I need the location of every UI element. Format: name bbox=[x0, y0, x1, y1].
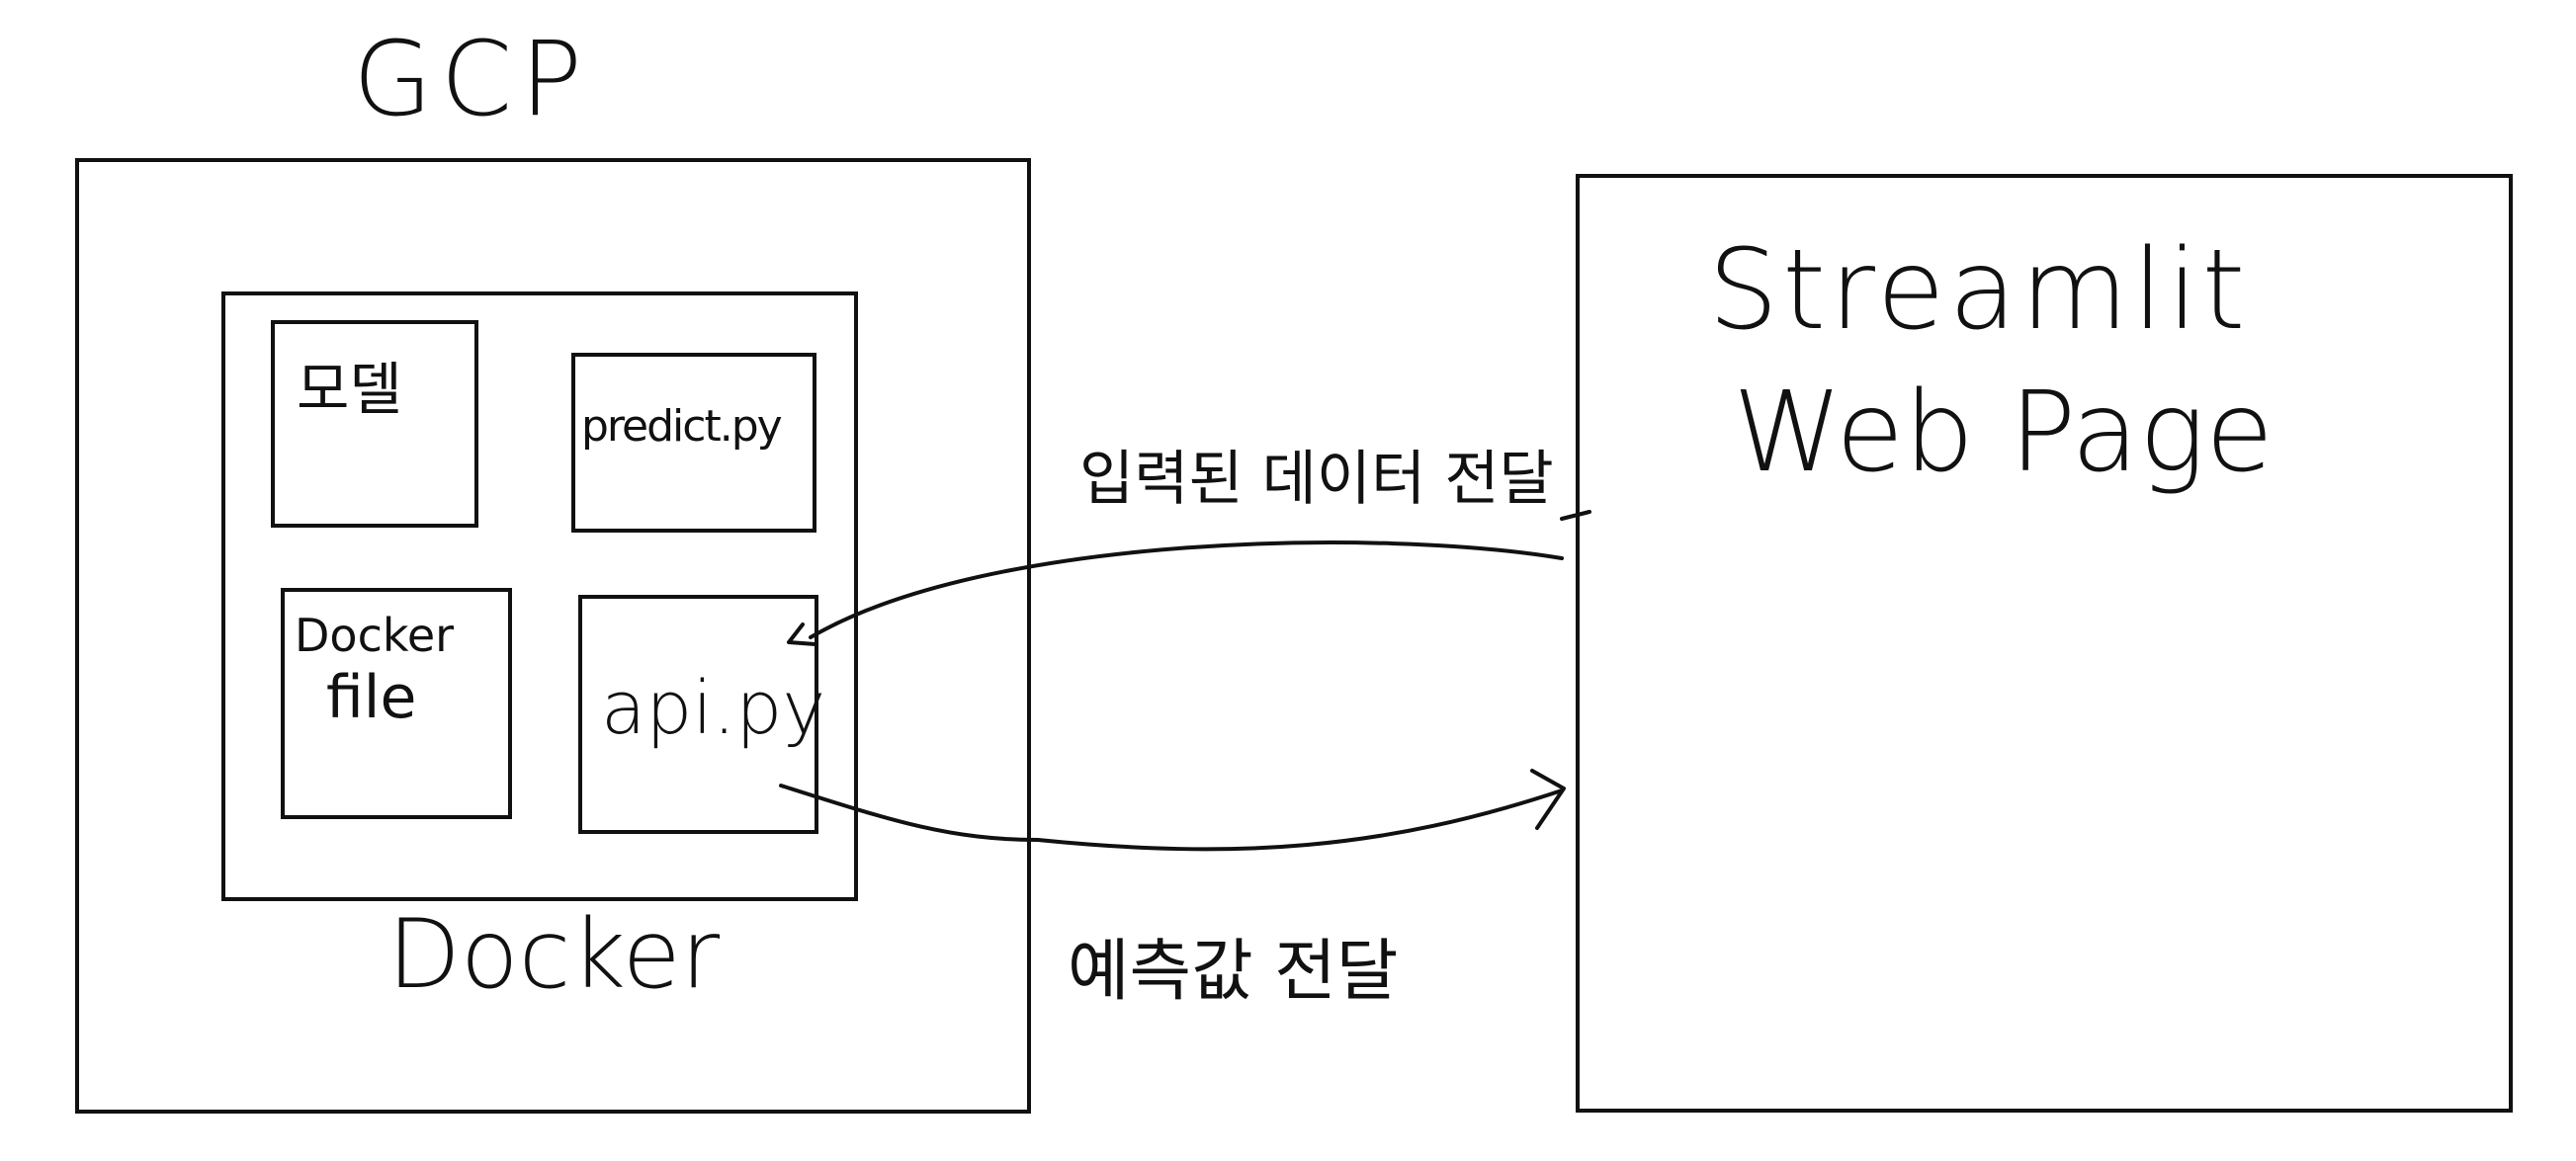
prediction-arrow bbox=[779, 784, 1564, 852]
model-box bbox=[271, 320, 478, 528]
gcp-label: GCP bbox=[353, 19, 590, 139]
gcp-box bbox=[75, 158, 1031, 1114]
streamlit-box bbox=[1576, 174, 2513, 1113]
predict-label: predict.py bbox=[581, 401, 783, 452]
predict-box bbox=[571, 353, 816, 533]
docker-label: Docker bbox=[387, 899, 721, 1010]
input-data-arrow-tail bbox=[1560, 510, 1591, 521]
prediction-arrow-label: 예측값 전달 bbox=[1068, 933, 1399, 1011]
dockerfile-box bbox=[281, 588, 512, 819]
dockerfile-label-line1: Docker bbox=[295, 609, 455, 662]
dockerfile-label-line2: file bbox=[326, 663, 417, 732]
streamlit-label-line1: Streamlit bbox=[1708, 226, 2250, 355]
docker-container-box bbox=[221, 291, 858, 901]
model-label: 모델 bbox=[297, 356, 402, 423]
input-data-arrow bbox=[809, 540, 1564, 639]
api-box bbox=[578, 595, 818, 834]
streamlit-label-line2: Web Page bbox=[1733, 369, 2275, 497]
input-data-arrowhead bbox=[787, 622, 817, 646]
input-data-arrow-label: 입력된 데이터 전달 bbox=[1079, 445, 1554, 514]
prediction-arrowhead bbox=[1530, 769, 1566, 830]
api-label: api.py bbox=[601, 666, 826, 751]
